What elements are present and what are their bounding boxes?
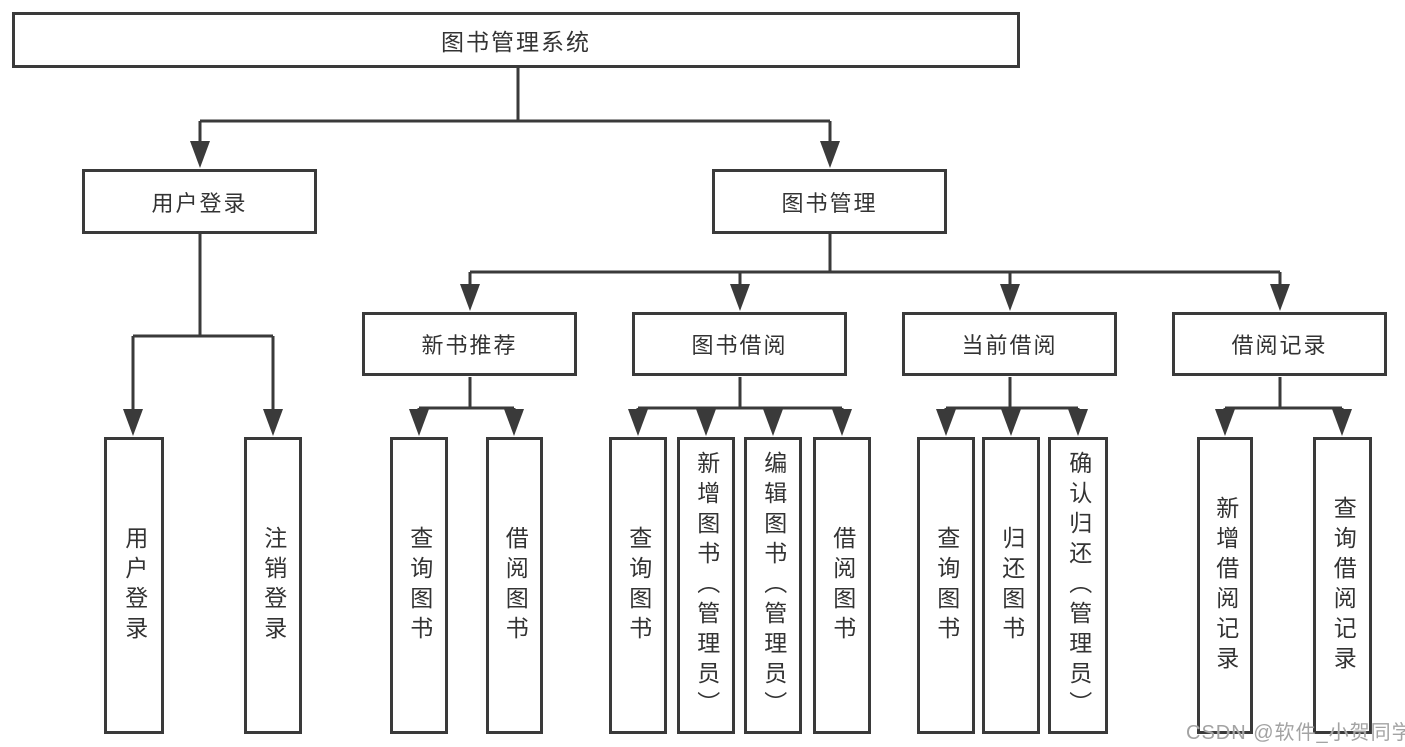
leaf-confirm-return-admin-label: 确认归还（管理员）	[1065, 450, 1092, 721]
node-user-login-label: 用户登录	[151, 190, 248, 216]
leaf-add-book-admin: 新增图书（管理员）	[677, 437, 735, 734]
leaf-add-book-admin-label: 新增图书（管理员）	[693, 450, 720, 721]
leaf-edit-book-admin-label: 编辑图书（管理员）	[760, 450, 787, 721]
leaf-borrow-book-label: 借阅图书	[829, 525, 856, 646]
leaf-recommend-borrow-book: 借阅图书	[486, 437, 543, 734]
leaf-return-book: 归还图书	[982, 437, 1040, 734]
node-current-borrow: 当前借阅	[902, 312, 1117, 376]
leaf-search-borrow-record-label: 查询借阅记录	[1330, 495, 1357, 676]
leaf-user-login: 用户登录	[104, 437, 164, 734]
leaf-borrow-search-book-label: 查询图书	[625, 525, 652, 646]
csdn-watermark: CSDN @软件_小贺同学	[1186, 722, 1405, 744]
leaf-borrow-search-book: 查询图书	[609, 437, 667, 734]
node-root-system-label: 图书管理系统	[441, 29, 591, 55]
leaf-edit-book-admin: 编辑图书（管理员）	[744, 437, 802, 734]
leaf-logout-label: 注销登录	[260, 525, 287, 646]
leaf-recommend-search-book-label: 查询图书	[406, 525, 433, 646]
leaf-recommend-borrow-book-label: 借阅图书	[502, 525, 529, 646]
node-book-management-label: 图书管理	[781, 190, 878, 216]
leaf-current-search-book-label: 查询图书	[933, 525, 960, 646]
node-new-book-recommend: 新书推荐	[362, 312, 577, 376]
leaf-borrow-book: 借阅图书	[813, 437, 871, 734]
node-borrow-records-label: 借阅记录	[1231, 333, 1328, 358]
leaf-add-borrow-record-label: 新增借阅记录	[1212, 495, 1239, 676]
node-book-borrow-label: 图书借阅	[691, 333, 788, 358]
node-root-system: 图书管理系统	[12, 12, 1020, 68]
leaf-recommend-search-book: 查询图书	[390, 437, 448, 734]
leaf-confirm-return-admin: 确认归还（管理员）	[1048, 437, 1108, 734]
leaf-user-login-label: 用户登录	[121, 525, 148, 646]
node-book-borrow: 图书借阅	[632, 312, 847, 376]
leaf-search-borrow-record: 查询借阅记录	[1313, 437, 1372, 734]
node-current-borrow-label: 当前借阅	[961, 333, 1058, 358]
node-user-login: 用户登录	[82, 169, 317, 234]
leaf-logout: 注销登录	[244, 437, 302, 734]
node-borrow-records: 借阅记录	[1172, 312, 1387, 376]
leaf-add-borrow-record: 新增借阅记录	[1197, 437, 1253, 734]
leaf-current-search-book: 查询图书	[917, 437, 975, 734]
leaf-return-book-label: 归还图书	[998, 525, 1025, 646]
node-new-book-recommend-label: 新书推荐	[421, 333, 518, 358]
node-book-management: 图书管理	[712, 169, 947, 234]
